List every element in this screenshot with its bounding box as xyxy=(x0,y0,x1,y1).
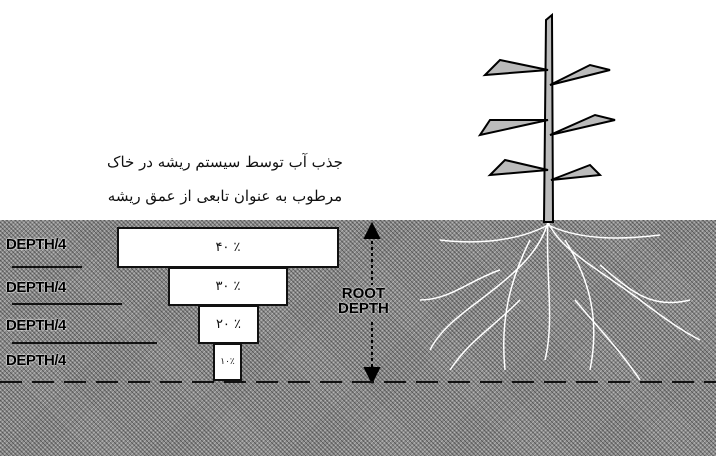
depth-label-4: DEPTH/4 xyxy=(6,352,66,369)
diagram-title-line2: مرطوب به عنوان تابعی از عمق ریشه xyxy=(107,187,343,205)
roots xyxy=(419,221,701,381)
depth-label-2: DEPTH/4 xyxy=(6,279,66,296)
root-depth-line2: DEPTH xyxy=(338,300,389,317)
root-depth-line1: ROOT xyxy=(341,285,386,302)
uptake-box-30: ۳۰ ٪ xyxy=(168,267,288,306)
quarter-divider xyxy=(12,303,122,305)
stem-and-leaves xyxy=(477,12,616,223)
uptake-box-40: ۴۰ ٪ xyxy=(117,227,339,268)
diagram-title-line1: جذب آب توسط سیستم ریشه در خاک xyxy=(107,153,343,171)
quarter-divider xyxy=(12,342,157,344)
depth-label-3: DEPTH/4 xyxy=(6,317,66,334)
root-depth-arrow xyxy=(363,221,381,385)
uptake-box-10: ۱۰٪ xyxy=(213,343,242,381)
quarter-divider xyxy=(12,266,82,268)
depth-label-1: DEPTH/4 xyxy=(6,236,66,253)
root-depth-label: ROOT DEPTH xyxy=(338,286,389,316)
uptake-box-20: ۲۰ ٪ xyxy=(198,305,259,344)
